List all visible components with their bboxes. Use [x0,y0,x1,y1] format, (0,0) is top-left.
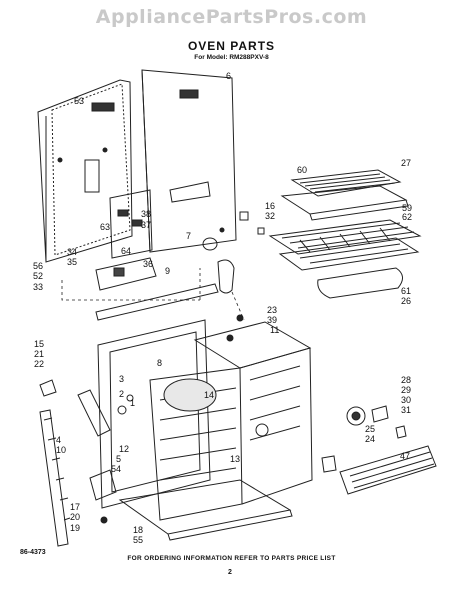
model-subtitle: For Model: RM288PXV-8 [194,54,269,61]
callout-label: 27 [401,158,411,168]
callout-label: 13 [230,454,240,464]
callout-label: 29 [401,385,411,395]
callout-label: 12 [119,444,129,454]
front-frame [97,319,211,509]
callout-label: 30 [401,395,411,405]
hinge-parts [39,379,134,524]
broil-pan [280,185,409,221]
watermark: AppliancePartsPros.com [95,6,368,28]
callout-label: 2 [119,389,124,399]
top-frame [95,283,219,321]
leader-lines [61,268,245,321]
bake-element [317,267,403,299]
callout-label: 22 [34,359,44,369]
callout-label: 7 [186,231,191,241]
thermostat-bracket [95,189,157,291]
callout-label: 9 [165,266,170,276]
misc-small-parts [202,211,265,322]
callout-label: 37 [141,220,151,230]
ordering-instruction: FOR ORDERING INFORMATION REFER TO PARTS … [127,555,336,562]
leveling-leg [321,455,337,473]
callout-label: 63 [100,222,110,232]
callout-label: 35 [67,257,77,267]
callout-label: 28 [401,375,411,385]
callout-label: 1 [130,398,135,408]
callout-label: 20 [70,512,80,522]
side-panel-left [37,79,133,263]
callout-label: 25 [365,424,375,434]
callout-label: 47 [400,451,410,461]
oven-rack [268,219,422,255]
callout-label: 38 [141,209,151,219]
callout-label: 53 [74,96,84,106]
callout-label: 56 [33,261,43,271]
callout-label: 59 [402,203,412,213]
page-number: 2 [228,569,232,576]
callout-label: 52 [33,271,43,281]
callout-label: 18 [133,525,143,535]
callout-label: 14 [204,390,214,400]
callout-label: 10 [56,445,66,455]
vent-grille [339,445,437,495]
callout-label: 8 [157,358,162,368]
insulation-panel [51,83,131,256]
callout-label: 26 [401,296,411,306]
callout-label: 5 [116,454,121,464]
callout-label: 33 [33,282,43,292]
vent-duct [217,259,235,294]
callout-label: 34 [67,247,77,257]
oven-cavity [149,321,313,521]
callout-label: 19 [70,523,80,533]
oven-rack-lower [278,237,420,271]
callout-label: 54 [111,464,121,474]
callout-label: 16 [265,201,275,211]
page-title: OVEN PARTS [187,39,276,53]
broil-element [290,169,402,197]
bottom-pan [118,479,293,541]
callout-label: 21 [34,349,44,359]
callout-label: 39 [267,315,277,325]
callout-label: 23 [267,305,277,315]
callout-label: 61 [401,286,411,296]
callout-label: 32 [265,211,275,221]
callout-label: 31 [401,405,411,415]
trim-strip [39,409,71,547]
callout-label: 11 [270,325,279,335]
callout-label: 6 [226,71,231,81]
callout-label: 15 [34,339,44,349]
callout-label: 24 [365,434,375,444]
document-number: 86-4373 [20,549,46,556]
callout-label: 4 [56,435,61,445]
callout-label: 64 [121,246,131,256]
callout-labels: 6 53 60 27 38 37 16 32 59 62 7 63 64 34 … [33,71,412,545]
oven-light [346,405,407,439]
callout-label: 60 [297,165,307,175]
callout-label: 36 [143,259,153,269]
callout-label: 62 [402,212,412,222]
callout-label: 3 [119,374,124,384]
callout-label: 55 [133,535,143,545]
rear-panel [141,69,237,253]
callout-label: 17 [70,502,80,512]
